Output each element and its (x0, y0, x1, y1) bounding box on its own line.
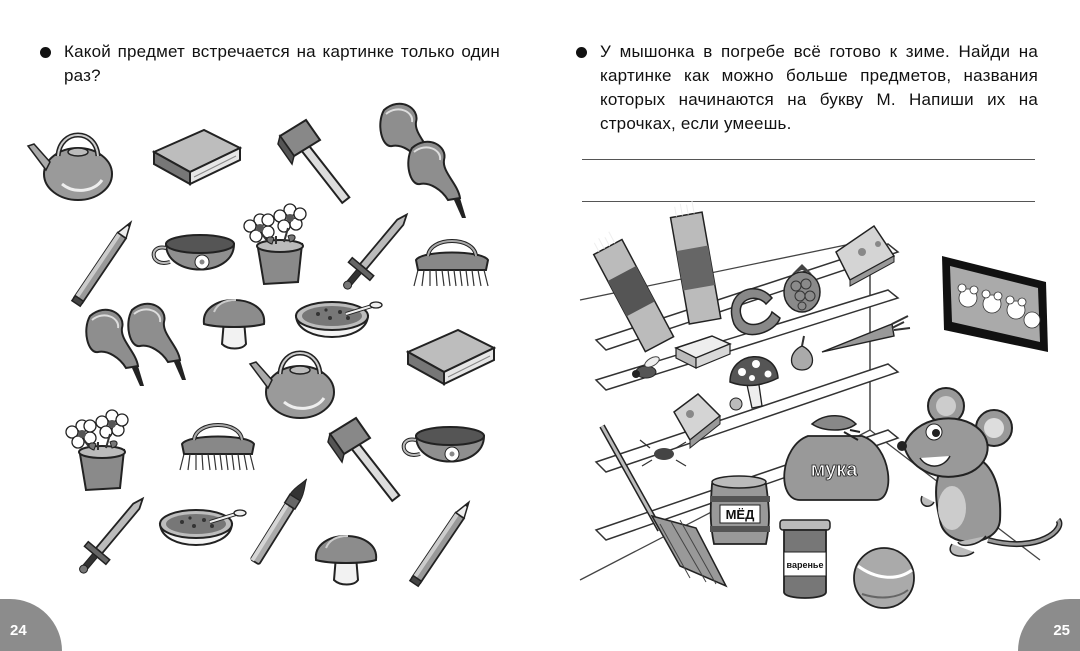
shoes-icon (379, 102, 467, 219)
objects-illustration (0, 102, 495, 588)
butter-icon (674, 335, 732, 369)
sword-icon (69, 488, 155, 583)
bullet-icon (576, 47, 587, 58)
mouse-icon (897, 387, 1063, 557)
right-task: У мышонка в погребе всё готово к зиме. Н… (576, 40, 1038, 136)
mushroom-icon (314, 535, 378, 586)
onion-icon (790, 335, 814, 371)
honey-label: МЁД (726, 507, 756, 522)
left-question: Какой предмет встречается на картинке то… (40, 40, 500, 88)
flour-sack-icon: мука (783, 415, 890, 501)
pencil-icon (70, 218, 136, 308)
page-number: 25 (1053, 622, 1070, 639)
book-icon (407, 329, 495, 385)
jam-jar-icon: варенье (779, 519, 831, 599)
fly-agaric-icon (729, 355, 779, 411)
flour-label: мука (811, 459, 859, 481)
question-text: Какой предмет встречается на картинке то… (64, 42, 500, 85)
cup-icon (401, 425, 486, 464)
page-number: 24 (10, 622, 27, 639)
flower-pot-icon (65, 409, 129, 491)
magnet-icon (730, 288, 781, 336)
paintbrush-icon (248, 474, 313, 567)
honey-barrel-icon: МЁД (709, 475, 770, 545)
flower-pot-icon (243, 203, 307, 285)
cheese-icon (673, 393, 722, 450)
task-text: У мышонка в погребе всё готово к зиме. Н… (600, 42, 1038, 133)
brush-icon (412, 239, 490, 288)
ball-icon (853, 547, 915, 609)
mushroom-icon (202, 299, 266, 350)
beetle-icon (639, 439, 687, 467)
hammer-icon (277, 119, 351, 204)
pasta-icon (592, 200, 722, 353)
broom-icon (599, 424, 728, 588)
teapot-icon (28, 135, 112, 200)
soup-bowl-icon (158, 508, 248, 547)
right-page: У мышонка в погребе всё готово к зиме. Н… (540, 0, 1080, 651)
jam-label: варенье (787, 560, 824, 570)
left-page: Какой предмет встречается на картинке то… (0, 40, 500, 651)
soup-bowl-icon (294, 300, 384, 339)
cup-icon (151, 233, 236, 272)
fly-icon (632, 356, 660, 379)
carrot-icon (821, 315, 911, 353)
pencil-icon (408, 498, 474, 588)
hammer-icon (327, 417, 401, 502)
brush-icon (178, 423, 256, 472)
cheese-icon (835, 224, 896, 287)
raspberry-icon (783, 264, 821, 313)
answer-line-1[interactable] (582, 159, 1035, 160)
answer-line-2[interactable] (582, 201, 1035, 202)
mice-picture-icon (942, 256, 1048, 352)
book-icon (153, 129, 241, 185)
teapot-icon (250, 353, 334, 418)
sword-icon (333, 204, 419, 299)
bullet-icon (40, 47, 51, 58)
cellar-illustration: МЁД мука варенье (579, 200, 1063, 609)
shoes-icon (85, 302, 187, 387)
